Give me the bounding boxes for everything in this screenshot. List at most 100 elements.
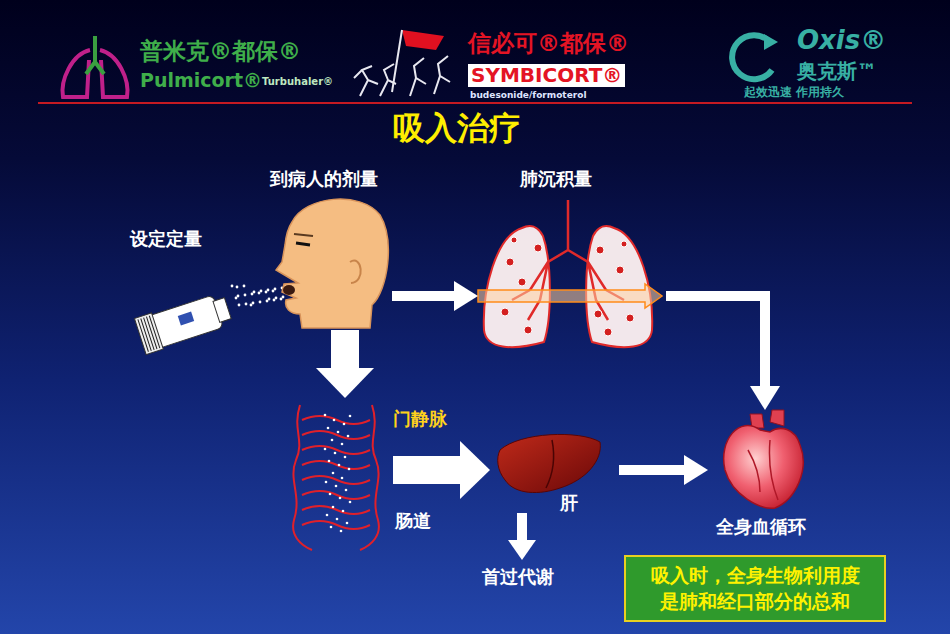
- intestine: [341, 443, 344, 446]
- arrow-head: [454, 281, 478, 311]
- node-label: 肝: [560, 492, 578, 514]
- organ-node: 肺沉积量: [478, 165, 660, 352]
- logo-text: Oxis®: [797, 26, 886, 56]
- intestine: [339, 497, 342, 500]
- intestine: [340, 530, 343, 533]
- lungs: [484, 226, 550, 347]
- intestine: [302, 446, 370, 454]
- lungs: [501, 308, 509, 316]
- intestine: [333, 419, 336, 422]
- intestine: [302, 506, 370, 514]
- organ-node: 全身血循环: [712, 412, 830, 544]
- spray-dots: [237, 295, 240, 298]
- spray-dots: [238, 304, 241, 307]
- intestine: [344, 456, 347, 459]
- lungs: [626, 314, 634, 322]
- spray-dots: [273, 299, 276, 302]
- node-label: 设定定量: [130, 228, 202, 250]
- lungs: [511, 237, 517, 243]
- head: [294, 234, 313, 236]
- organ-node: 肝: [492, 430, 605, 515]
- spray-dots: [267, 289, 270, 292]
- note-text: 吸入时，全身生物利用度 是肺和经口部分的总和: [647, 563, 863, 614]
- intestine: [328, 460, 331, 463]
- liver: [546, 440, 554, 488]
- intestine: [302, 491, 370, 499]
- heart: [724, 426, 804, 509]
- spray-dots: [275, 297, 278, 300]
- logo-text: 起效迅速 作用持久: [744, 86, 844, 100]
- spray-dots: [231, 285, 285, 307]
- intestine: [343, 423, 346, 426]
- head: [276, 199, 388, 328]
- spray-dots: [274, 288, 277, 291]
- inhaler: [134, 313, 163, 355]
- spray-dots: [259, 301, 262, 304]
- intestine: [302, 416, 370, 529]
- spray-dots: [243, 285, 246, 288]
- spray-dots: [260, 290, 263, 293]
- intestine: [327, 427, 330, 430]
- head: [296, 243, 310, 245]
- arrow-head: [460, 441, 490, 499]
- pulmicort-icon: [63, 36, 128, 97]
- intestine: [345, 489, 348, 492]
- intestine: [302, 461, 370, 469]
- logo-text: 奥克斯™: [797, 60, 877, 83]
- spray-dots: [235, 297, 238, 300]
- intestine: [347, 435, 350, 438]
- spray-dots: [253, 291, 256, 294]
- runner-icon: [410, 58, 426, 96]
- oxis-icon: [732, 34, 778, 79]
- node-label: 全身血循环: [716, 516, 806, 538]
- intestine: [325, 481, 328, 484]
- organ-node: 肠道: [285, 400, 385, 550]
- inhaler: [134, 290, 233, 355]
- heart: [770, 410, 784, 426]
- spray-dots: [244, 294, 247, 297]
- intestine: [332, 506, 335, 509]
- edge-label: 门静脉: [393, 409, 447, 430]
- spray-dots: [266, 300, 269, 303]
- flow-arrow: [393, 441, 490, 499]
- spray-dots: [250, 304, 253, 307]
- arrow-shaft: [331, 330, 359, 369]
- spray-dots: [282, 296, 285, 299]
- arrow-shaft: [392, 291, 455, 301]
- intestine: [346, 522, 349, 525]
- intestine: [324, 414, 352, 533]
- flow-arrow: [316, 330, 374, 398]
- intestine: [324, 448, 327, 451]
- node-label: 到病人的剂量: [270, 168, 378, 190]
- arrow-head: [316, 368, 374, 398]
- spray-dots: [245, 303, 248, 306]
- intestine: [342, 510, 345, 513]
- lungs: [586, 226, 652, 347]
- spray-dots: [231, 285, 234, 288]
- lungs: [534, 244, 542, 252]
- runner-icon: [354, 66, 378, 96]
- header-line: [38, 103, 912, 104]
- logo-text: budesonide/formoterol: [470, 90, 586, 100]
- head: [276, 199, 388, 328]
- spray-dots: [268, 298, 271, 301]
- spray-dots: [251, 293, 254, 296]
- spray-dots: [236, 286, 239, 289]
- runner-icon: [380, 64, 396, 96]
- runner-icon: [354, 30, 450, 96]
- intestine: [302, 521, 370, 529]
- header-line: [38, 102, 912, 104]
- organ-node: 到病人的剂量: [262, 165, 392, 328]
- intestine: [348, 468, 351, 471]
- node-label: 肺沉积量: [520, 168, 592, 190]
- intestine: [330, 526, 333, 529]
- flow-arrow: [508, 513, 536, 560]
- arrow-shaft: [666, 296, 765, 387]
- arrow-shaft: [619, 465, 685, 475]
- inhaler: [178, 312, 194, 326]
- node-label: 肠道: [395, 510, 431, 532]
- inhaler: [138, 316, 160, 352]
- flow-arrow: [666, 296, 780, 410]
- flow-arrow: [619, 455, 708, 485]
